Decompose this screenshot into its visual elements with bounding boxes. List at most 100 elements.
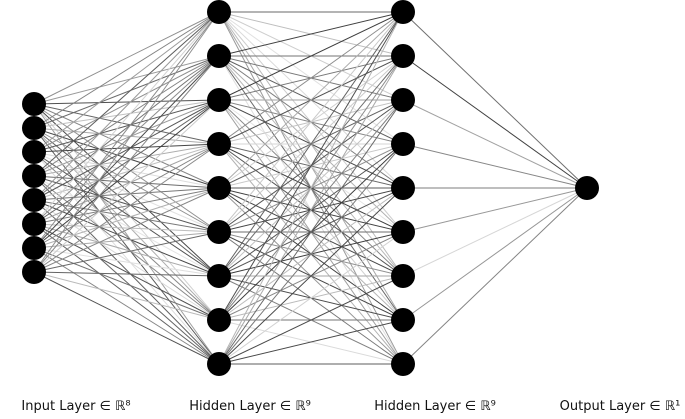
edge-l0-1-8 <box>33 127 220 365</box>
edge-l0-1-6 <box>33 127 220 277</box>
edge-l2-2-0 <box>402 99 588 189</box>
edge-l0-2-4 <box>33 151 220 189</box>
neuron-l1-2 <box>207 88 231 112</box>
edge-l0-4-3 <box>33 143 220 201</box>
edge-l0-4-4 <box>33 187 220 201</box>
layer-label-output: Output Layer ∈ ℝ¹ <box>559 399 681 414</box>
neuron-l1-4 <box>207 176 231 200</box>
edge-l0-2-1 <box>33 55 220 153</box>
edge-l0-2-5 <box>33 151 220 233</box>
edge-l2-0-0 <box>402 11 588 189</box>
edge-l0-6-1 <box>33 55 220 249</box>
edge-l0-1-5 <box>33 127 220 233</box>
neuron-l0-7 <box>22 260 46 284</box>
edge-l0-1-0 <box>33 11 220 129</box>
edge-l0-1-1 <box>33 55 220 129</box>
edge-l2-8-0 <box>402 187 588 365</box>
neuron-l1-1 <box>207 44 231 68</box>
edge-l0-6-8 <box>33 247 220 365</box>
edge-l0-3-2 <box>33 99 220 177</box>
edge-l0-7-2 <box>33 99 220 273</box>
edge-l0-6-0 <box>33 11 220 249</box>
edge-l2-6-0 <box>402 187 588 277</box>
edge-l0-1-4 <box>33 127 220 189</box>
neuron-l0-1 <box>22 116 46 140</box>
neuron-l1-5 <box>207 220 231 244</box>
edge-l0-4-0 <box>33 11 220 201</box>
layer-label-hidden-2: Hidden Layer ∈ ℝ⁹ <box>374 399 496 414</box>
edge-l1-8-5 <box>218 231 404 365</box>
edge-l0-3-8 <box>33 175 220 365</box>
edge-l0-6-4 <box>33 187 220 249</box>
edge-l0-7-3 <box>33 143 220 273</box>
edge-l0-4-8 <box>33 199 220 365</box>
edge-l0-0-3 <box>33 103 220 145</box>
edge-l0-0-4 <box>33 103 220 189</box>
layer-label-hidden-1: Hidden Layer ∈ ℝ⁹ <box>189 399 311 414</box>
edge-l1-6-0 <box>218 11 404 277</box>
edge-l0-5-1 <box>33 55 220 225</box>
edge-l1-8-3 <box>218 143 404 365</box>
edge-l0-5-5 <box>33 223 220 233</box>
edge-l0-3-1 <box>33 55 220 177</box>
edge-l0-4-1 <box>33 55 220 201</box>
neuron-l0-5 <box>22 212 46 236</box>
edge-l0-3-5 <box>33 175 220 233</box>
edge-l0-3-7 <box>33 175 220 321</box>
edge-l1-8-7 <box>218 319 404 365</box>
neuron-l0-3 <box>22 164 46 188</box>
edge-l0-6-6 <box>33 247 220 277</box>
edge-l0-0-1 <box>33 55 220 105</box>
edge-l1-4-0 <box>218 11 404 189</box>
edge-l0-3-4 <box>33 175 220 189</box>
neurons <box>22 0 599 376</box>
edge-l0-6-7 <box>33 247 220 321</box>
edge-l0-3-3 <box>33 143 220 177</box>
edge-l0-2-0 <box>33 11 220 153</box>
edge-l2-3-0 <box>402 143 588 189</box>
edge-l2-1-0 <box>402 55 588 189</box>
edge-l0-6-3 <box>33 143 220 249</box>
edge-l1-8-2 <box>218 99 404 365</box>
edge-l0-4-2 <box>33 99 220 201</box>
neuron-l2-1 <box>391 44 415 68</box>
neuron-l2-3 <box>391 132 415 156</box>
edge-l0-2-7 <box>33 151 220 321</box>
edge-l0-3-6 <box>33 175 220 277</box>
edge-l2-7-0 <box>402 187 588 321</box>
neuron-l1-0 <box>207 0 231 24</box>
edge-l1-8-4 <box>218 187 404 365</box>
neuron-l2-2 <box>391 88 415 112</box>
edge-l0-1-2 <box>33 99 220 129</box>
edge-l0-2-3 <box>33 143 220 153</box>
neuron-l0-2 <box>22 140 46 164</box>
edge-l0-4-7 <box>33 199 220 321</box>
edge-l1-1-0 <box>218 11 404 57</box>
edge-l0-2-6 <box>33 151 220 277</box>
edge-l0-4-6 <box>33 199 220 277</box>
layer-label-input: Input Layer ∈ ℝ⁸ <box>21 399 131 414</box>
edge-l1-5-0 <box>218 11 404 233</box>
edge-l0-6-2 <box>33 99 220 249</box>
neuron-l1-6 <box>207 264 231 288</box>
edge-l1-7-0 <box>218 11 404 321</box>
neuron-l0-4 <box>22 188 46 212</box>
edge-l1-3-0 <box>218 11 404 145</box>
edge-l0-0-6 <box>33 103 220 277</box>
edge-l0-0-5 <box>33 103 220 233</box>
edge-l0-7-0 <box>33 11 220 273</box>
edge-l1-8-0 <box>218 11 404 365</box>
edge-l0-4-5 <box>33 199 220 233</box>
edge-l0-5-3 <box>33 143 220 225</box>
neuron-l3-0 <box>575 176 599 200</box>
neuron-l2-6 <box>391 264 415 288</box>
neuron-l2-8 <box>391 352 415 376</box>
edge-l0-5-0 <box>33 11 220 225</box>
neuron-l2-4 <box>391 176 415 200</box>
edge-l0-0-2 <box>33 99 220 105</box>
edge-l0-7-1 <box>33 55 220 273</box>
edge-l0-0-0 <box>33 11 220 105</box>
edge-l0-7-7 <box>33 271 220 321</box>
neuron-l0-6 <box>22 236 46 260</box>
neuron-l0-0 <box>22 92 46 116</box>
